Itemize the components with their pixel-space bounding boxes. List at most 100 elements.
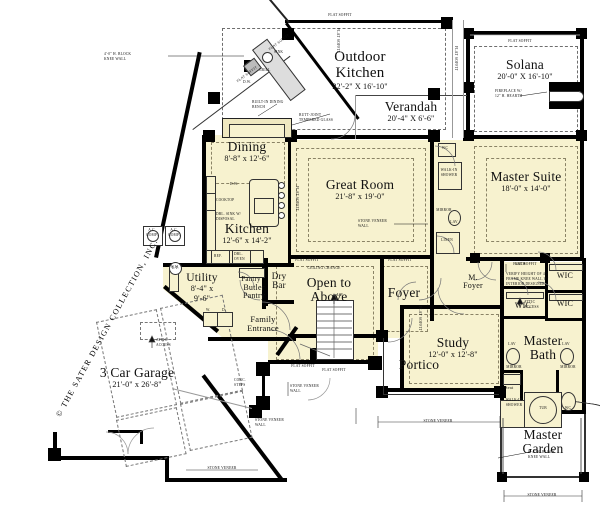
annotation-stone-veneer-portico: STONE VENEER — [423, 419, 453, 423]
wall-mbath-left — [500, 258, 504, 414]
annotation-arch: ARCH — [514, 262, 526, 266]
wall-study-top — [400, 305, 504, 309]
annotation-cooktop: COOKTOP — [216, 198, 235, 202]
annotation-conc-steps-l2: STEPS — [234, 383, 246, 387]
kitchen-dbl-oven — [232, 250, 251, 264]
annotation-fireplace-l1: FIREPLACE W/ — [495, 89, 522, 93]
annotation-ac-comp-2-l2: COMP. — [168, 233, 180, 237]
garage-attic-box — [140, 322, 176, 340]
mbath-lav-right — [560, 348, 574, 365]
annotation-dbl-sink-l1: DBL. SINK W/ — [216, 212, 241, 216]
annotation-lav-hall: LAV — [450, 220, 458, 224]
wall-verandah-right2 — [463, 20, 465, 138]
wall-garage-step — [165, 456, 169, 482]
annotation-attic-access-mb-l1: ATTIC — [524, 300, 536, 304]
wall-solana-bottom — [466, 135, 584, 139]
pantry-shelf — [239, 268, 265, 278]
wic-shelf-3 — [506, 292, 544, 299]
annotation-dbl-oven-l2: OVEN — [234, 257, 245, 261]
wall-foyer-right — [380, 258, 384, 338]
ceiling-dash-dining — [211, 142, 285, 184]
annotation-attic-access-l2: ACCESS — [156, 343, 171, 347]
wall-mbath-sep — [500, 370, 522, 373]
annotation-dw-kitchen: D.W. — [230, 182, 239, 186]
wall-mbath-sep2 — [520, 370, 523, 412]
island-stool-2 — [278, 192, 285, 199]
kitchen-cooktop — [206, 193, 216, 211]
annotation-mirror-mb-left: MIRROR — [506, 365, 522, 369]
annotation-flat-soffit-stair: FLAT SOFFIT — [291, 364, 315, 368]
annotation-wc-mb: WC — [564, 406, 572, 410]
annotation-flat-soffit-vert1: FLAT SOFFIT — [336, 28, 340, 53]
wall-utility-bottom — [208, 337, 296, 341]
annotation-up-stairs: UP — [337, 292, 343, 297]
wall-garage-bottom2 — [165, 478, 287, 482]
room-verandah-fill — [355, 95, 467, 140]
annotation-knee-wall-4-l1: 4'-0" H. BLOCK — [104, 52, 132, 56]
wall-top-solana — [466, 31, 584, 35]
wall-drybar-left — [264, 258, 268, 306]
annotation-stone-veneer-wall-l1: STONE VENEER — [358, 219, 387, 223]
room-great-room-fill — [288, 140, 433, 258]
annotation-dbl-oven-l1: DBL. — [234, 252, 243, 256]
wall-master-suite-bottom — [466, 257, 584, 261]
column-verandah-top — [428, 88, 440, 100]
annotation-lt-utility: L.T. — [172, 266, 179, 270]
column-outdoor-top — [441, 17, 453, 29]
wall-wic-div4 — [503, 316, 547, 319]
annotation-lav-mb-right: LAV — [562, 342, 570, 346]
kitchen-ref — [211, 250, 230, 264]
garage-bay-3 — [116, 407, 187, 467]
column-garden-br — [579, 472, 589, 482]
column-entry-a — [256, 362, 270, 376]
annotation-tub: TUB — [539, 406, 547, 410]
wall-great-bottom — [288, 255, 434, 259]
annotation-stone-veneer-col3: STONE VENEER — [255, 418, 284, 422]
wall-study-bottom — [380, 388, 504, 392]
annotation-flat-soffit-open: FLAT SOFFIT — [295, 258, 319, 262]
wall-master-right — [580, 139, 584, 261]
annotation-stone-veneer-garage: STONE VENEER — [207, 466, 237, 470]
fireplace-hearth — [549, 91, 584, 102]
wall-verandah-left — [355, 95, 357, 139]
island-stool-1 — [278, 182, 285, 189]
annotation-butt-joint-l1: BUTT-JOINT — [299, 113, 322, 117]
ceiling-dash-great-room-inner — [308, 158, 414, 242]
annotation-flat-soffit-vert3: FLAT SOFFIT — [295, 186, 299, 211]
column-master-bl — [470, 253, 480, 263]
annotation-dbl-sink-l2: DISPOSAL — [216, 217, 235, 221]
column-verandah-l — [203, 130, 215, 142]
wall-center-spine — [430, 139, 434, 321]
wall-garden-bottom — [500, 476, 586, 478]
annotation-butt-joint-l2: TEMPERED GLASS — [299, 118, 334, 122]
water-heater — [169, 262, 182, 275]
outline-diagonal-outdoor — [187, 0, 290, 24]
wall-garden-left — [500, 414, 502, 478]
wall-mbath-right — [582, 258, 586, 414]
wall-verandah-right — [452, 20, 454, 138]
wall-wic-div5 — [545, 318, 585, 321]
utility-dryer — [217, 312, 233, 327]
annotation-verify-l3: INTERIOR DESIGNER — [506, 282, 545, 286]
annotation-wc-hall: WC — [441, 146, 449, 150]
hall-shower — [438, 162, 462, 190]
column-outdoor-c — [208, 92, 220, 104]
annotation-ac-comp-1-l1: A.C. — [148, 228, 156, 232]
wic-shelf-2 — [549, 294, 583, 301]
annotation-attic-access-mb-l2: ACCESS — [524, 305, 539, 309]
mbath-tub — [529, 396, 557, 424]
annotation-flat-soffit-portico: FLAT SOFFIT — [322, 368, 346, 372]
annotation-flat-soffit-vert2: FLAT SOFFIT — [454, 46, 458, 71]
island-stool-4 — [278, 212, 285, 219]
annotation-stone-veneer-col1b: WALL — [290, 389, 301, 393]
ceiling-dash-study — [409, 314, 499, 384]
wall-top-outdoor — [285, 20, 445, 23]
wall-great-left — [288, 139, 291, 263]
room-study-fill — [403, 308, 503, 388]
annotation-bench-l1: BUILT-IN DINING — [252, 100, 284, 104]
wall-portico-bottom — [383, 394, 499, 396]
island-stool-3 — [278, 202, 285, 209]
column-portico-bl — [376, 386, 388, 398]
annotation-flat-soffit-master: FLAT SOFFIT — [513, 262, 537, 266]
mbath-seat — [503, 374, 521, 385]
